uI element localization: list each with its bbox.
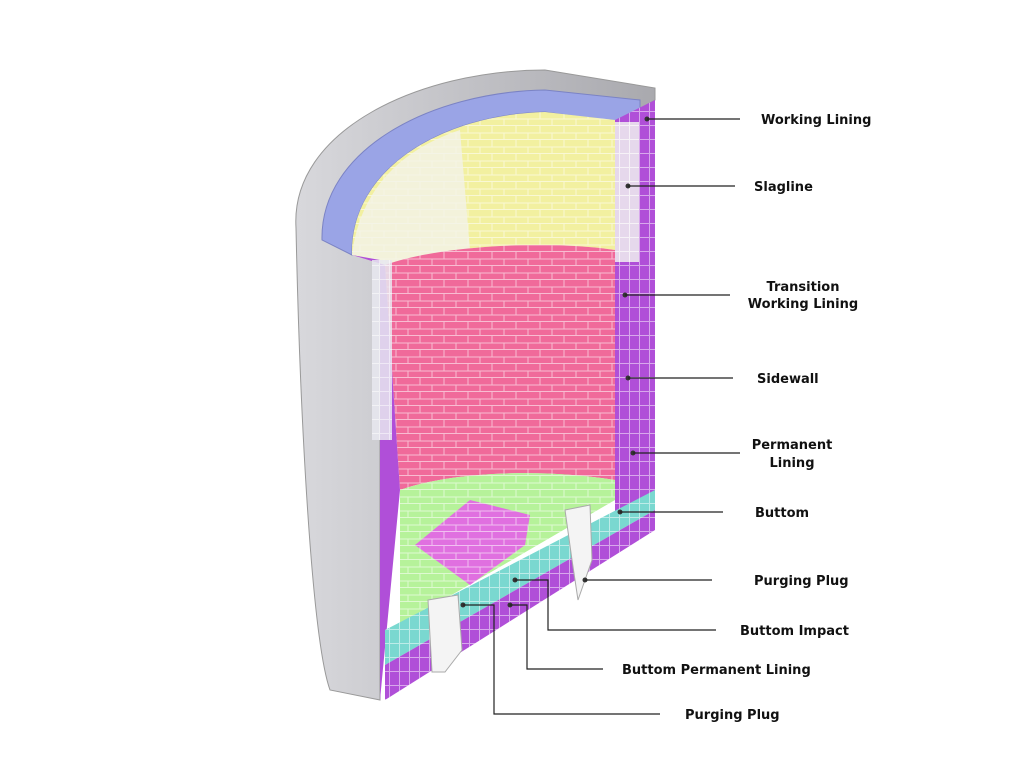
label-purging-plug-right: Purging Plug bbox=[754, 574, 849, 589]
label-sidewall: Sidewall bbox=[757, 372, 819, 387]
label-permanent-1: Permanent bbox=[752, 438, 833, 453]
label-buttom: Buttom bbox=[755, 506, 809, 521]
label-transition-2: Working Lining bbox=[748, 297, 858, 312]
label-permanent-2: Lining bbox=[769, 456, 814, 471]
label-slagline: Slagline bbox=[754, 180, 813, 195]
purging-plug-left bbox=[427, 594, 463, 673]
label-buttom-impact: Buttom Impact bbox=[740, 624, 849, 639]
label-purging-plug-bottom: Purging Plug bbox=[685, 708, 780, 723]
label-working-lining: Working Lining bbox=[761, 113, 871, 128]
label-transition-1: Transition bbox=[767, 280, 840, 295]
label-buttom-permanent-lining: Buttom Permanent Lining bbox=[622, 663, 811, 678]
leader-lines bbox=[460, 116, 740, 715]
